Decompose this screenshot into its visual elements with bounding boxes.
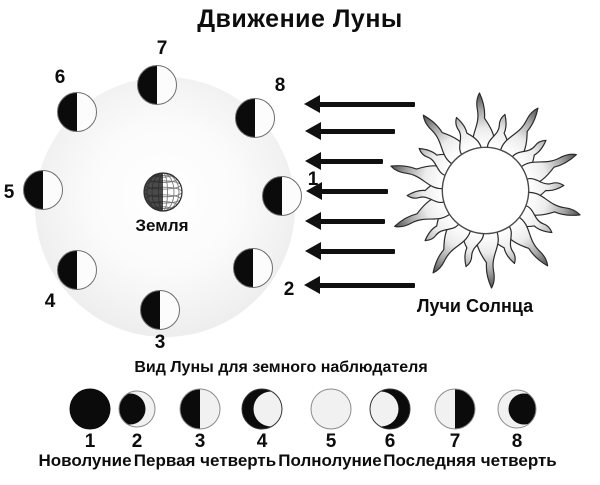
arrow-head-icon bbox=[304, 95, 320, 113]
phase-number-3: 3 bbox=[194, 431, 206, 452]
arrow-head-icon bbox=[304, 276, 320, 294]
orbit-number-8: 8 bbox=[274, 75, 286, 96]
orbit-number-7: 7 bbox=[156, 38, 168, 59]
phase-number-8: 8 bbox=[511, 431, 523, 452]
earth-label: Земля bbox=[135, 216, 189, 235]
arrow-head-icon bbox=[305, 242, 321, 260]
orbit-number-3: 3 bbox=[154, 332, 166, 353]
orbit-moon-position-2 bbox=[233, 248, 273, 288]
orbit-moon-position-7 bbox=[137, 65, 177, 105]
phase-number-7: 7 bbox=[449, 431, 461, 452]
orbit-moon-position-1 bbox=[262, 176, 302, 216]
orbit-number-4: 4 bbox=[44, 291, 56, 312]
diagram-title: Движение Луны bbox=[197, 5, 403, 33]
phase-icon-first-quarter bbox=[178, 387, 222, 431]
orbit-number-1: 1 bbox=[307, 169, 319, 190]
earth-globe-icon bbox=[142, 171, 184, 213]
sun-rays-label: Лучи Солнца bbox=[416, 296, 534, 316]
orbit-moon-position-4 bbox=[57, 250, 97, 290]
sun-icon bbox=[378, 83, 593, 298]
phase-name-full-moon: Полнолуние bbox=[278, 451, 382, 470]
phase-icon-waxing-gibbous bbox=[240, 387, 284, 431]
phase-number-4: 4 bbox=[256, 431, 268, 452]
observer-view-heading: Вид Луны для земного наблюдателя bbox=[134, 359, 428, 376]
phase-number-1: 1 bbox=[84, 431, 96, 452]
orbit-moon-position-3 bbox=[140, 290, 180, 330]
arrow-head-icon bbox=[306, 182, 322, 200]
orbit-moon-position-6 bbox=[57, 92, 97, 132]
phase-number-6: 6 bbox=[384, 431, 396, 452]
phase-icon-waning-crescent bbox=[495, 387, 539, 431]
orbit-number-2: 2 bbox=[283, 279, 295, 300]
phase-icon-last-quarter bbox=[433, 387, 477, 431]
phase-name-last-quarter: Последняя четверть bbox=[383, 451, 557, 470]
orbit-number-5: 5 bbox=[3, 182, 15, 203]
orbit-moon-position-8 bbox=[235, 98, 275, 138]
phase-icon-waning-gibbous bbox=[368, 387, 412, 431]
arrow-head-icon bbox=[305, 152, 321, 170]
arrow-head-icon bbox=[305, 212, 321, 230]
phase-icon-waxing-crescent bbox=[115, 387, 159, 431]
phase-number-2: 2 bbox=[131, 431, 143, 452]
orbit-moon-position-5 bbox=[23, 170, 63, 210]
phase-name-new-moon: Новолуние bbox=[38, 451, 132, 470]
phase-name-first-quarter: Первая четверть bbox=[133, 451, 277, 470]
arrow-head-icon bbox=[305, 122, 321, 140]
phase-icon-new-moon bbox=[68, 387, 112, 431]
orbit-number-6: 6 bbox=[54, 67, 66, 88]
phase-number-5: 5 bbox=[325, 431, 337, 452]
phase-icon-full-moon bbox=[309, 387, 353, 431]
